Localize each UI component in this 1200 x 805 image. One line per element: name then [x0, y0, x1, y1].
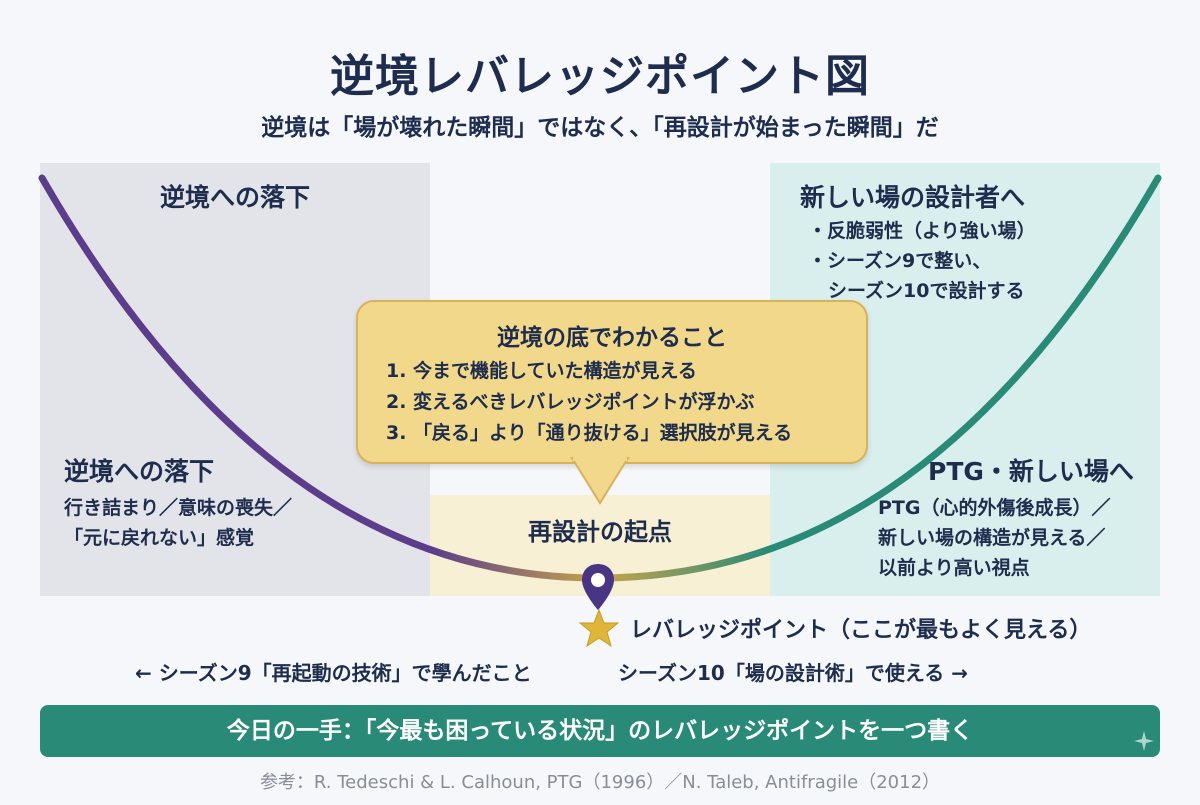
fall-heading-lower: 逆境への落下 — [64, 457, 215, 486]
callout-item: 2. 変えるべきレバレッジポイントが浮かぶ — [386, 391, 755, 413]
season9-arrow-label: ← シーズン9「再起動の技術」で學んだこと — [135, 661, 532, 685]
fall-line: 行き詰まり／意味の喪失／ — [64, 497, 293, 519]
designer-bullets: ・反脆弱性（より強い場） ・シーズン9で整い、 シーズン10で設計する — [808, 216, 1036, 306]
leverage-point-label: レバレッジポイント（ここが最もよく見える） — [630, 618, 1092, 643]
designer-heading: 新しい場の設計者へ — [800, 183, 1026, 212]
ptg-description: PTG（心的外傷後成長）／ 新しい場の構造が見える／ 以前より高い視点 — [878, 493, 1110, 583]
page-subtitle: 逆境は「場が壊れた瞬間」ではなく、「再設計が始まった瞬間」だ — [261, 115, 939, 141]
bullet-item: ・シーズン9で整い、 — [808, 250, 992, 272]
today-action-bar: 今日の一手：「今最も困っている状況」のレバレッジポイントを一つ書く — [40, 705, 1160, 757]
callout-item: 3. 「戻る」より「通り抜ける」選択肢が見える — [386, 422, 793, 444]
ptg-heading: PTG・新しい場へ — [928, 457, 1134, 486]
ptg-line: 新しい場の構造が見える／ — [878, 527, 1106, 549]
bullet-item: ・反脆弱性（より強い場） — [808, 220, 1036, 242]
callout-list: 1. 今まで機能していた構造が見える 2. 変えるべきレバレッジポイントが浮かぶ… — [386, 356, 792, 449]
location-pin-icon — [582, 564, 614, 610]
sparkle-icon — [1134, 731, 1154, 751]
star-icon — [578, 608, 620, 648]
page-title: 逆境レバレッジポイント図 — [330, 51, 870, 102]
bullet-item: シーズン10で設計する — [828, 280, 1025, 302]
callout-item: 1. 今まで機能していた構造が見える — [386, 360, 697, 382]
fall-heading-top: 逆境への落下 — [159, 183, 310, 212]
fall-line: 「元に戻れない」感覚 — [64, 527, 255, 549]
insight-callout: 逆境の底でわかること 1. 今まで機能していた構造が見える 2. 変えるべきレバ… — [356, 300, 868, 464]
callout-title: 逆境の底でわかること — [497, 325, 727, 351]
fall-description: 行き詰まり／意味の喪失／ 「元に戻れない」感覚 — [64, 493, 292, 553]
ptg-line: PTG（心的外傷後成長）／ — [878, 497, 1111, 519]
redesign-origin-label: 再設計の起点 — [528, 518, 672, 546]
today-action-text: 今日の一手：「今最も困っている状況」のレバレッジポイントを一つ書く — [226, 718, 974, 744]
callout-pointer — [570, 457, 630, 505]
reference-note: 参考：R. Tedeschi & L. Calhoun, PTG（1996）／N… — [259, 772, 941, 793]
season10-arrow-label: シーズン10「場の設計術」で使える → — [618, 661, 968, 685]
ptg-line: 以前より高い視点 — [878, 557, 1030, 579]
